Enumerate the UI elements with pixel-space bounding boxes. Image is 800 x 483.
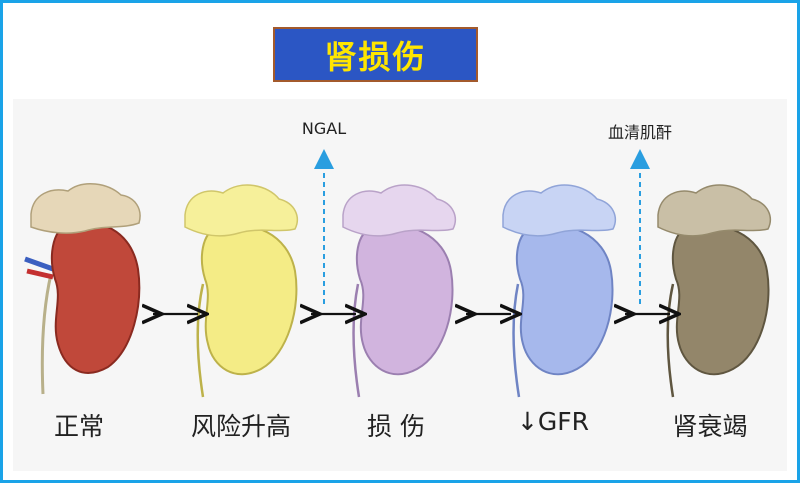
- adrenal-cap-risk: [184, 184, 299, 237]
- ureter-gfr: [512, 283, 521, 398]
- marker-label-ngal: NGAL: [301, 119, 347, 138]
- kidney-body-normal: [50, 221, 141, 374]
- kidney-body-gfr: [515, 223, 614, 376]
- kidney-diagram-panel: NGAL 血清肌酐 正常 风险升高 损 伤 ↓GFR 肾衰竭: [13, 99, 787, 471]
- kidney-risk: [184, 184, 299, 398]
- kidney-body-risk: [200, 223, 298, 376]
- kidney-normal: [24, 183, 141, 395]
- stage-label-injury: 损 伤: [367, 412, 425, 441]
- adrenal-cap-gfr: [502, 184, 617, 237]
- ureter-risk: [196, 283, 205, 398]
- vessel-red-icon: [26, 268, 54, 280]
- kidney-body-injury: [355, 223, 454, 376]
- adrenal-cap-normal: [30, 183, 141, 234]
- ureter-failure: [666, 283, 675, 398]
- vessel-blue-icon: [24, 256, 54, 272]
- kidney-stages-svg: [24, 149, 772, 398]
- stage-label-risk: 风险升高: [190, 412, 292, 441]
- marker-label-creatinine: 血清肌酐: [607, 123, 673, 142]
- figure-title: 肾损伤: [324, 37, 427, 76]
- kidney-body-failure: [671, 223, 770, 376]
- stage-label-failure: 肾衰竭: [672, 412, 748, 441]
- ureter-injury: [352, 283, 361, 398]
- kidney-injury: [342, 184, 457, 398]
- ureter-normal: [40, 273, 53, 395]
- kidney-failure: [657, 184, 772, 398]
- stage-label-normal: 正常: [53, 412, 105, 441]
- stage-label-gfr: ↓GFR: [516, 407, 590, 436]
- adrenal-cap-failure: [657, 184, 772, 237]
- kidney-gfr: [502, 184, 617, 398]
- title-banner: 肾损伤: [273, 27, 478, 82]
- adrenal-cap-injury: [342, 184, 457, 237]
